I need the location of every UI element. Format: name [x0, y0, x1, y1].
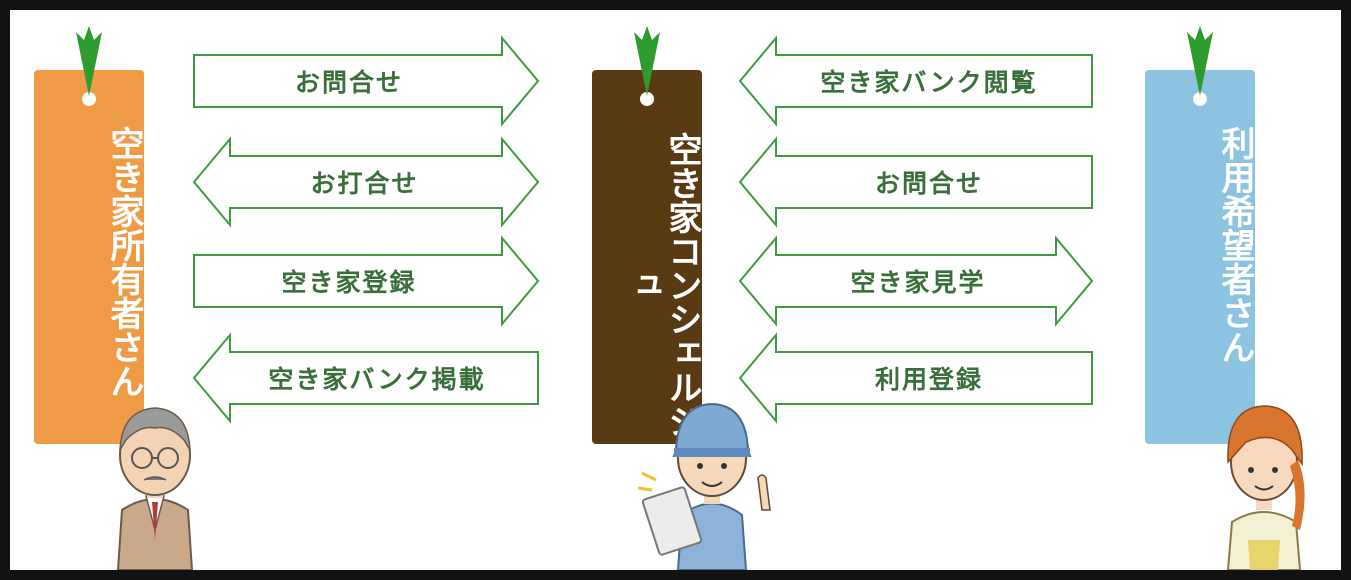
flow-arrow-both [738, 235, 1094, 327]
owner-tag: 空き家所有者さん [34, 70, 144, 444]
flow-label: お問合せ [294, 68, 403, 97]
flow-label: 空き家見学 [850, 268, 986, 297]
flow-arrow-left [738, 136, 1093, 228]
flow-label: お問合せ [874, 169, 983, 198]
flow-arrow-left [738, 332, 1093, 424]
concierge-tag: 空き家コンシェルジュ [592, 70, 702, 444]
leaf-icon [76, 26, 102, 106]
owner-label: 空き家所有者さん [104, 126, 144, 398]
flow-label: お打合せ [310, 169, 419, 198]
flow-arrows [76, 26, 1213, 424]
flow-label: 利用登録 [874, 365, 983, 394]
leaf-icon [1187, 26, 1213, 106]
flow-arrow-right [193, 235, 540, 327]
flow-label: 空き家登録 [281, 268, 417, 297]
flow-arrow-left [738, 35, 1093, 127]
flow-arrow-right [193, 35, 540, 127]
leaf-icon [634, 26, 660, 106]
user-label: 利用希望者さん [1215, 126, 1255, 364]
user-tag: 利用希望者さん [1145, 70, 1255, 444]
flow-label: 空き家バンク閲覧 [820, 68, 1038, 97]
flow-arrow-left [192, 332, 539, 424]
flow-label: 空き家バンク掲載 [268, 365, 486, 394]
concierge-label: 空き家コンシェルジュ [622, 132, 702, 438]
flow-arrow-both [192, 136, 540, 228]
